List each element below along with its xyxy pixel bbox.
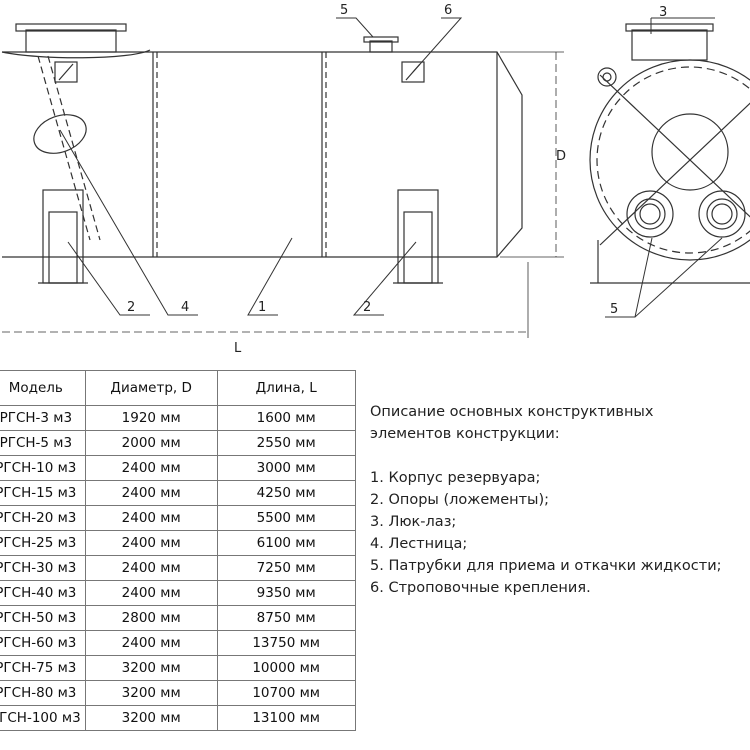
model-cell: РГСН-10 м3 (0, 455, 86, 481)
callout-6: 6 (444, 3, 452, 18)
description-title: Описание основных конструктивных элемент… (370, 404, 654, 442)
length-cell: 2550 мм (216, 430, 356, 456)
callout-5: 5 (610, 302, 618, 317)
table-header-row: Модель Диаметр, D Длина, L (0, 370, 356, 406)
model-cell: РГСН-5 м3 (0, 430, 86, 456)
description-list: 1. Корпус резервуара; 2. Опоры (ложемент… (370, 467, 750, 599)
end-view-nozzle (698, 190, 746, 238)
model-cell: РГСН-40 м3 (0, 580, 86, 606)
manhole-flange (15, 23, 127, 32)
ladder (37, 55, 91, 241)
length-cell: 1600 мм (216, 405, 356, 431)
model-cell: РГСН-60 м3 (0, 630, 86, 656)
length-cell: 8750 мм (216, 605, 356, 631)
model-cell: РГСН-30 м3 (0, 555, 86, 581)
length-cell: 7250 мм (216, 555, 356, 581)
length-cell: 13750 мм (216, 630, 356, 656)
diameter-cell: 3200 мм (84, 680, 218, 706)
diameter-cell: 2000 мм (84, 430, 218, 456)
model-cell: РГСН-25 м3 (0, 530, 86, 556)
diameter-cell: 3200 мм (84, 705, 218, 731)
diameter-cell: 2400 мм (84, 480, 218, 506)
header-length: Длина, L (216, 370, 356, 406)
end-view-manhole (651, 113, 729, 191)
diameter-cell: 2400 мм (84, 530, 218, 556)
dimension-l: L (234, 341, 242, 356)
callout-4: 4 (181, 300, 189, 315)
list-item: 1. Корпус резервуара; (370, 470, 541, 486)
list-item: 5. Патрубки для приема и откачки жидкост… (370, 558, 722, 574)
description-block: Описание основных конструктивных элемент… (370, 401, 750, 599)
length-cell: 5500 мм (216, 505, 356, 531)
callout-3: 3 (659, 5, 667, 20)
callout-1: 1 (258, 300, 266, 315)
list-item: 6. Строповочные крепления. (370, 580, 591, 596)
list-item: 4. Лестница; (370, 536, 468, 552)
model-cell: РГСН-3 м3 (0, 405, 86, 431)
diameter-cell: 2400 мм (84, 505, 218, 531)
list-item: 3. Люк-лаз; (370, 514, 457, 530)
length-cell: 9350 мм (216, 580, 356, 606)
manhole-collar (1, 49, 151, 59)
callout-2: 2 (127, 300, 135, 315)
list-item: 2. Опоры (ложементы); (370, 492, 550, 508)
length-cell: 13100 мм (216, 705, 356, 731)
model-cell: РГСН-15 м3 (0, 480, 86, 506)
tank-shell (2, 51, 523, 258)
dimension-d: D (556, 149, 566, 164)
diameter-cell: 2400 мм (84, 630, 218, 656)
model-cell: РГСН-50 м3 (0, 605, 86, 631)
length-cell: 10000 мм (216, 655, 356, 681)
diameter-cell: 2400 мм (84, 555, 218, 581)
length-cell: 10700 мм (216, 680, 356, 706)
model-cell: РГСН-100 м3 (0, 705, 86, 731)
header-model: Модель (0, 370, 86, 406)
length-cell: 6100 мм (216, 530, 356, 556)
lifting-lug (401, 61, 425, 83)
nozzle (369, 40, 393, 53)
model-cell: РГСН-80 м3 (0, 680, 86, 706)
diameter-cell: 1920 мм (84, 405, 218, 431)
model-cell: РГСН-20 м3 (0, 505, 86, 531)
end-view-lug (597, 67, 617, 87)
end-view-nozzle (626, 190, 674, 238)
length-cell: 4250 мм (216, 480, 356, 506)
callout-5: 5 (340, 3, 348, 18)
manhole-neck (25, 29, 117, 53)
diameter-cell: 2400 мм (84, 580, 218, 606)
diameter-cell: 2800 мм (84, 605, 218, 631)
diameter-cell: 2400 мм (84, 455, 218, 481)
end-view-shell (589, 59, 750, 261)
header-diameter: Диаметр, D (84, 370, 218, 406)
tank-drawing: 5 6 3 2 4 1 2 5 D L (1, 3, 750, 356)
length-cell: 3000 мм (216, 455, 356, 481)
model-cell: РГСН-75 м3 (0, 655, 86, 681)
callout-2: 2 (363, 300, 371, 315)
lifting-lug (54, 61, 78, 83)
diameter-cell: 3200 мм (84, 655, 218, 681)
